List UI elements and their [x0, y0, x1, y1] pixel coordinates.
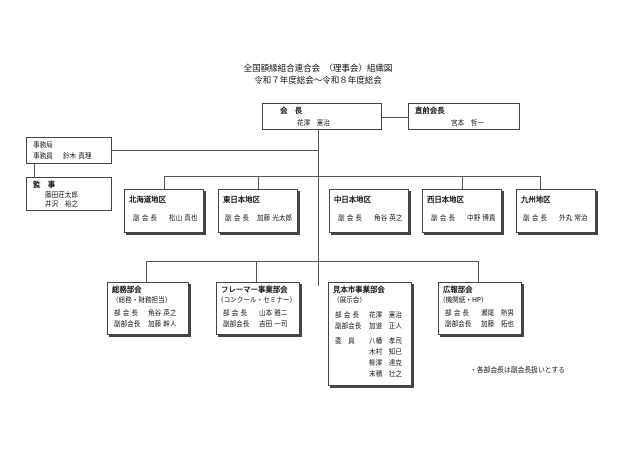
region-box-nishi: 西日本地区 副 会 長 中野 博貴 — [422, 189, 502, 233]
committee-member: 木村 知巳 — [369, 348, 402, 356]
department-name: フレーマー事業部会 — [221, 285, 288, 294]
department-box-framer: フレーマー事業部会 (コンクール・セミナー) 部 会 長 山本 雅二 副部会長 … — [216, 282, 300, 335]
trunk-line — [318, 130, 319, 286]
department-member-name: 角谷 英之 — [148, 309, 177, 317]
secretariat-auditor-link — [34, 164, 35, 177]
department-drop-line — [256, 261, 257, 282]
chart-subtitle: 令和７年度総会～令和８年度総会 — [254, 76, 382, 86]
region-role: 副 会 長 — [523, 214, 547, 222]
department-member-role: 副部会長 — [445, 320, 472, 328]
department-member-role: 副部会長 — [114, 320, 141, 328]
region-person: 外丸 常治 — [559, 214, 588, 222]
department-member-name: 加藤 幹人 — [148, 320, 177, 328]
department-member-role: 副部会長 — [223, 320, 250, 328]
secretariat-branch-line — [112, 150, 319, 151]
department-name: 広報部会 — [443, 285, 473, 294]
department-bus-line — [146, 261, 478, 262]
region-drop-line — [462, 176, 463, 189]
secretariat-title: 事務局 — [33, 141, 53, 149]
region-person: 中野 博貴 — [467, 214, 496, 222]
region-name: 中日本地区 — [334, 195, 371, 204]
region-person: 角谷 英之 — [374, 214, 403, 222]
committee-member: 八幡 孝司 — [369, 337, 402, 345]
department-member-name: 瀬尾 熱男 — [481, 309, 514, 317]
president-name: 花澤 憲治 — [297, 119, 330, 127]
auditor-title: 監 事 — [33, 180, 56, 189]
department-drop-line — [146, 261, 147, 282]
department-box-mihonichi: 見本市事業部会 （展示会） 部 会 長 花澤 憲治 副部会長 加道 正人 委 員… — [328, 282, 412, 386]
auditor-name: 井沢 裕之 — [45, 200, 78, 208]
committee-role: 委 員 — [335, 337, 355, 345]
auditor-box: 監 事 藤田荘太郎 井沢 裕之 — [26, 177, 112, 211]
former-president-name: 宮本 哲一 — [451, 119, 484, 127]
secretariat-box: 事務局 事務員 鈴木 真理 — [26, 137, 112, 164]
department-member-name: 加道 正人 — [369, 322, 402, 330]
department-member-role: 部 会 長 — [335, 311, 359, 319]
department-member-role: 部 会 長 — [445, 309, 469, 317]
region-box-kyushu: 九州地区 副 会 長 外丸 常治 — [516, 189, 596, 233]
region-name: 九州地区 — [521, 195, 551, 204]
region-person: 加藤 光太郎 — [257, 214, 293, 222]
president-former-link — [382, 117, 408, 118]
department-member-name: 山本 雅二 — [259, 309, 288, 317]
region-role: 副 会 長 — [133, 214, 157, 222]
president-title: 会 長 — [280, 106, 303, 115]
region-role: 副 会 長 — [225, 214, 249, 222]
region-bus-line — [164, 176, 540, 177]
region-name: 東日本地区 — [223, 195, 260, 204]
department-name: 見本市事業部会 — [333, 285, 385, 294]
department-box-koho: 広報部会 (機関紙・HP) 部 会 長 瀬尾 熱男 副部会長 加藤 拓也 — [438, 282, 522, 335]
committee-member: 末積 壮之 — [369, 370, 402, 378]
department-box-somu: 総務部会 （総務・財務担当） 部 会 長 角谷 英之 副部会長 加藤 幹人 — [107, 282, 189, 335]
auditor-name: 藤田荘太郎 — [45, 191, 78, 199]
department-sub: (コンクール・セミナー) — [221, 296, 293, 304]
region-drop-line — [164, 176, 165, 189]
chart-title: 全国額縁組合連合会 （理事会）組織図 — [243, 64, 393, 74]
region-person: 松山 真也 — [169, 214, 198, 222]
region-drop-line — [540, 176, 541, 189]
footnote: ・各部会長は副会長扱いとする — [470, 366, 565, 374]
department-member-name: 加藤 拓也 — [481, 320, 514, 328]
secretariat-name: 鈴木 真理 — [63, 152, 92, 160]
department-member-name: 花澤 憲治 — [369, 311, 402, 319]
region-name: 西日本地区 — [427, 195, 464, 204]
department-sub: (機関紙・HP) — [443, 296, 484, 304]
department-name: 総務部会 — [112, 285, 142, 294]
department-sub: （展示会） — [333, 296, 366, 304]
region-name: 北海道地区 — [129, 195, 166, 204]
region-role: 副 会 長 — [431, 214, 455, 222]
region-box-hokkaido: 北海道地区 副 会 長 松山 真也 — [124, 189, 204, 233]
secretariat-role: 事務員 — [33, 152, 53, 160]
department-member-name: 吉田 一司 — [259, 320, 288, 328]
department-member-role: 部 会 長 — [114, 309, 138, 317]
department-member-role: 部 会 長 — [223, 309, 247, 317]
region-drop-line — [258, 176, 259, 189]
department-drop-line — [478, 261, 479, 282]
region-role: 副 会 長 — [338, 214, 362, 222]
department-sub: （総務・財務担当） — [112, 296, 172, 304]
committee-member: 柳澤 達克 — [369, 359, 402, 367]
president-box: 会 長 花澤 憲治 — [262, 103, 382, 130]
former-president-title: 直前会長 — [415, 106, 445, 115]
region-box-higashi: 東日本地区 副 会 長 加藤 光太郎 — [218, 189, 298, 233]
region-box-naka: 中日本地区 副 会 長 角谷 英之 — [329, 189, 409, 233]
former-president-box: 直前会長 宮本 哲一 — [408, 103, 520, 130]
department-member-role: 副部会長 — [335, 322, 362, 330]
